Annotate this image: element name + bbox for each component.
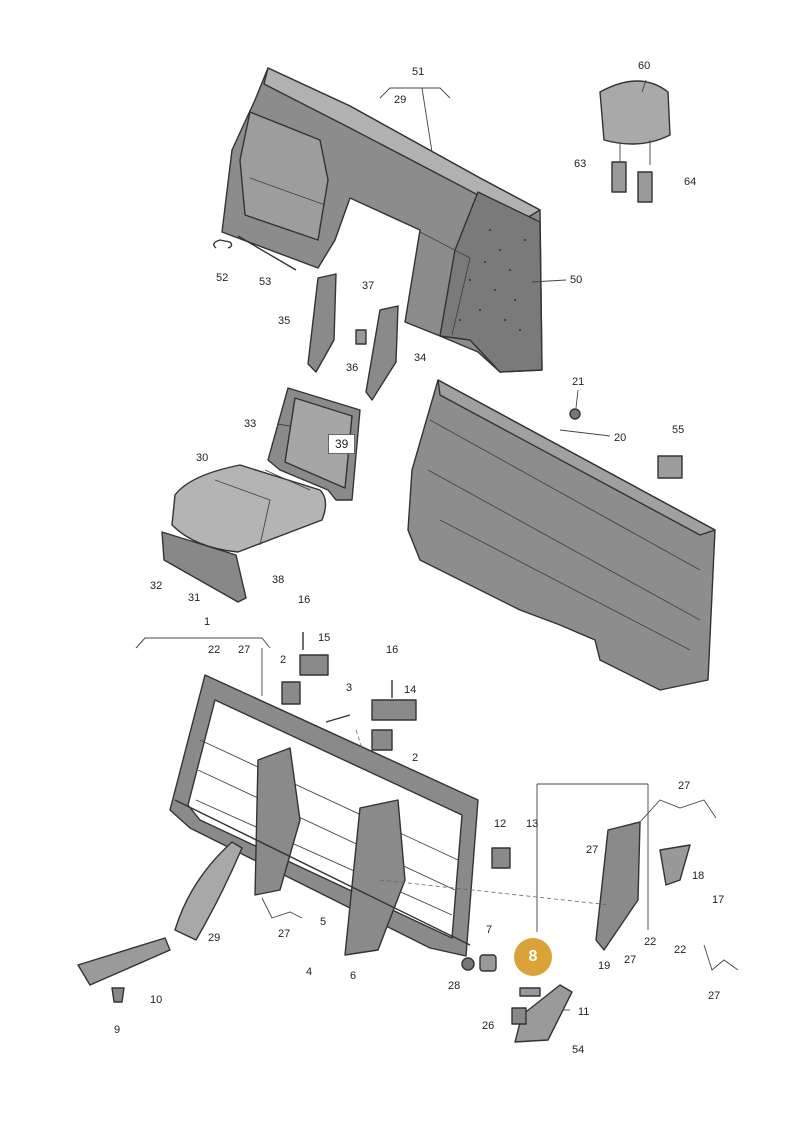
callout-10: 10 xyxy=(150,994,163,1006)
callout-13: 13 xyxy=(526,818,539,830)
callout-11: 11 xyxy=(578,1006,590,1018)
back-panel xyxy=(407,379,716,691)
callout-22b: 22 xyxy=(644,936,657,948)
callout-29: 29 xyxy=(394,94,407,106)
callout-15: 15 xyxy=(318,632,331,644)
callout-36: 36 xyxy=(346,362,359,374)
callout-18: 18 xyxy=(692,870,705,882)
callout-12: 12 xyxy=(494,818,507,830)
callout-39: 39 xyxy=(328,434,356,454)
lower-parts xyxy=(77,841,243,1003)
callout-3: 3 xyxy=(346,682,353,694)
callout-14: 14 xyxy=(404,684,417,696)
callout-27d: 27 xyxy=(278,928,291,940)
callout-27b: 27 xyxy=(678,780,691,792)
callout-27e: 27 xyxy=(624,954,637,966)
callout-19: 19 xyxy=(598,960,611,972)
callout-31: 31 xyxy=(188,592,201,604)
top-fasteners xyxy=(281,632,417,751)
wire-clips xyxy=(213,235,297,271)
headrest xyxy=(599,80,671,203)
callout-51: 51 xyxy=(412,66,425,78)
callout-29b: 29 xyxy=(208,932,221,944)
highlighted-part-8[interactable]: 8 xyxy=(514,938,552,976)
callout-54: 54 xyxy=(572,1044,585,1056)
callout-17: 17 xyxy=(712,894,725,906)
foam-texture xyxy=(459,229,526,331)
callout-6: 6 xyxy=(350,970,357,982)
callout-9: 9 xyxy=(114,1024,121,1036)
callout-26: 26 xyxy=(482,1020,495,1032)
callout-16b: 16 xyxy=(386,644,399,656)
callout-2a: 2 xyxy=(280,654,287,666)
callout-34: 34 xyxy=(414,352,427,364)
callout-32: 32 xyxy=(150,580,163,592)
callout-37: 37 xyxy=(362,280,375,292)
callout-27f: 27 xyxy=(708,990,721,1002)
callout-27a: 27 xyxy=(238,644,251,656)
hinge-parts xyxy=(461,821,691,1043)
leader-lines xyxy=(135,79,739,1011)
callout-60: 60 xyxy=(638,60,651,72)
callout-35: 35 xyxy=(278,315,291,327)
callout-27c: 27 xyxy=(586,844,599,856)
callout-20: 20 xyxy=(614,432,627,444)
callout-33: 33 xyxy=(244,418,257,430)
callout-52: 52 xyxy=(216,272,229,284)
callout-38: 38 xyxy=(272,574,285,586)
callout-16a: 16 xyxy=(298,594,311,606)
seat-back-cover xyxy=(221,67,543,373)
callout-4: 4 xyxy=(306,966,313,978)
seat-cushion xyxy=(161,464,327,603)
callout-28: 28 xyxy=(448,980,461,992)
callout-5: 5 xyxy=(320,916,327,928)
callout-50: 50 xyxy=(570,274,583,286)
callout-30: 30 xyxy=(196,452,209,464)
side-brackets xyxy=(307,273,399,401)
callout-64: 64 xyxy=(684,176,697,188)
callout-22c: 22 xyxy=(674,944,687,956)
callout-22a: 22 xyxy=(208,644,221,656)
seat-back-frame xyxy=(169,674,479,957)
callout-2b: 2 xyxy=(412,752,419,764)
callout-7: 7 xyxy=(486,924,493,936)
callout-55: 55 xyxy=(672,424,685,436)
side-cushion-panel xyxy=(267,387,361,501)
callout-1: 1 xyxy=(204,616,211,628)
callout-53: 53 xyxy=(259,276,272,288)
callout-63: 63 xyxy=(574,158,587,170)
callout-21: 21 xyxy=(572,376,585,388)
